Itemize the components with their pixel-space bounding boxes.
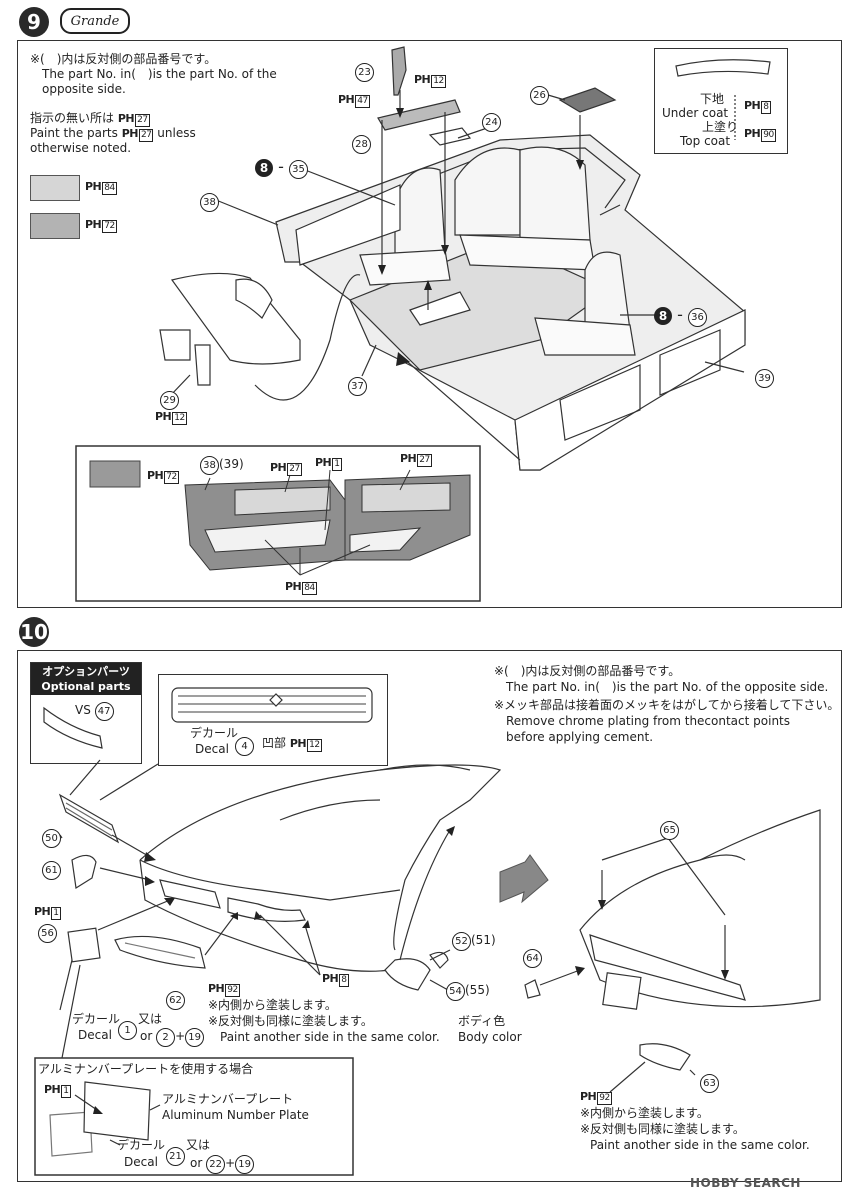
decal-left-or-ja: 又は — [138, 1012, 163, 1026]
step-ref-35: 8 - 35 — [255, 157, 308, 179]
plate-box-title: アルミナンバープレートを使用する場合 — [38, 1062, 254, 1076]
right-paint-inside-ja: ※内側から塗装します。 — [580, 1106, 709, 1120]
plate-name-ja: アルミナンバープレート — [162, 1092, 294, 1106]
color-swatch-72 — [30, 213, 80, 239]
plate-decal-en: Decal — [124, 1155, 158, 1169]
part-38: 38 — [200, 190, 219, 212]
part-37: 37 — [348, 374, 367, 396]
optional-vs-part: VS 47 — [75, 702, 114, 721]
paint-inside-ja: ※内側から塗装します。 — [208, 998, 337, 1012]
part-50: 50 — [42, 826, 61, 848]
grille-decal-en: Decal — [195, 742, 229, 756]
step-9-number: 9 — [19, 7, 49, 37]
grande-badge: Grande — [60, 8, 130, 34]
part-28: 28 — [352, 132, 371, 154]
under-coat-en: Under coat — [662, 106, 729, 120]
right-paint-other-en: Paint another side in the same color. — [590, 1138, 810, 1152]
plate-decal-or-ja: 又は — [186, 1138, 211, 1152]
top-coat-ja: 上塗り — [702, 120, 739, 134]
top-coat-en: Top coat — [680, 134, 731, 148]
step10-note-opposite-en: The part No. in( )is the part No. of the… — [506, 680, 829, 694]
plate-decal-ja: デカール — [117, 1138, 166, 1152]
optional-title-ja: オプションパーツ — [31, 663, 141, 680]
decal-left-n1: 1 — [118, 1018, 137, 1040]
optional-title-en: Optional parts — [31, 680, 141, 695]
body-color-en: Body color — [458, 1030, 522, 1044]
part-54: 54(55) — [446, 982, 490, 1001]
part-56: 56 — [38, 921, 57, 943]
note-default-en-3: otherwise noted. — [30, 141, 132, 155]
part-24: 24 — [482, 110, 501, 132]
plate-decal-or-en: or 22+19 — [190, 1155, 255, 1174]
decal-left-ja: デカール — [72, 1012, 121, 1026]
part-52: 52(51) — [452, 932, 496, 951]
part-23: 23 — [355, 60, 374, 82]
note-opposite-ja: ※( )内は反対側の部品番号です。 — [30, 52, 217, 66]
part-62: 62 — [166, 988, 185, 1010]
grille-decal-number: 4 — [235, 734, 254, 756]
plate-decal-n1: 21 — [166, 1144, 185, 1166]
part-26: 26 — [530, 83, 549, 105]
step10-note-chrome-ja: ※メッキ部品は接着面のメッキをはがしてから接着して下さい。 — [494, 698, 840, 712]
grille-decal-ja: デカール — [190, 726, 239, 740]
plate-name-en: Aluminum Number Plate — [162, 1108, 309, 1122]
body-color-ja: ボディ色 — [458, 1014, 506, 1028]
part-63: 63 — [700, 1071, 719, 1093]
decal-left-en: Decal — [78, 1028, 112, 1042]
part-61: 61 — [42, 858, 61, 880]
part-29: 29 — [160, 388, 179, 410]
step10-note-chrome-en-2: before applying cement. — [506, 730, 654, 744]
door-part-number: 38(39) — [200, 456, 244, 475]
note-opposite-en-2: opposite side. — [42, 82, 126, 96]
step-10-number: 10 — [19, 617, 49, 647]
decal-left-or-en: or 2+19 — [140, 1028, 205, 1047]
under-coat-ja: 下地 — [700, 92, 725, 106]
part-65: 65 — [660, 818, 679, 840]
step10-note-chrome-en-1: Remove chrome plating from thecontact po… — [506, 714, 791, 728]
step-ref-36: 8 - 36 — [654, 305, 707, 327]
part-64: 64 — [523, 946, 542, 968]
right-paint-other-ja: ※反対側も同様に塗装します。 — [580, 1122, 745, 1136]
paint-other-side-ja: ※反対側も同様に塗装します。 — [208, 1014, 373, 1028]
paint-other-side-en: Paint another side in the same color. — [220, 1030, 440, 1044]
step10-note-opposite-ja: ※( )内は反対側の部品番号です。 — [494, 664, 681, 678]
note-opposite-en-1: The part No. in( )is the part No. of the — [42, 67, 277, 81]
watermark: HOBBY SEARCH — [690, 1176, 801, 1190]
part-39: 39 — [755, 366, 774, 388]
color-swatch-84 — [30, 175, 80, 201]
